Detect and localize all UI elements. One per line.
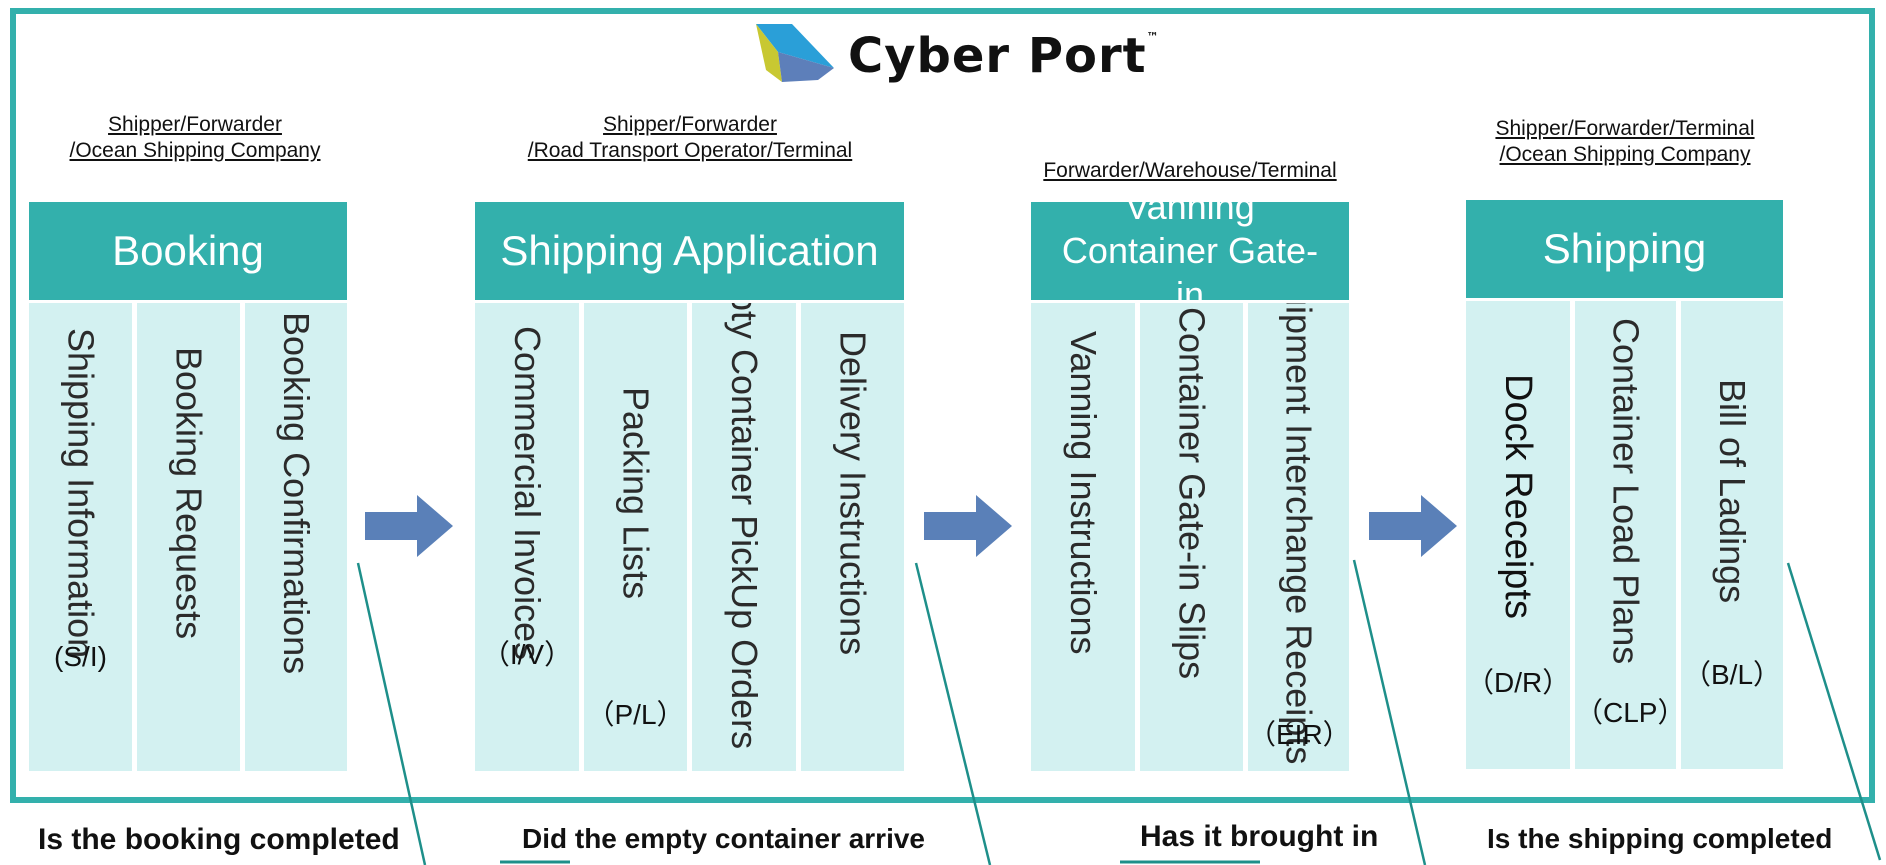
stage-title-shipping-application: Shipping Application (475, 202, 904, 300)
doc-label: Equipment Interchange Receipts (1278, 303, 1320, 765)
doc-abbr: （P/L） (586, 699, 685, 730)
doc-column-container-load-plans: Container Load Plans （CLP） (1575, 301, 1676, 769)
flow-arrow-icon (1369, 495, 1457, 557)
stage-title-text: Booking (112, 227, 264, 274)
flow-arrow-icon (365, 495, 453, 557)
stage-title-shipping: Shipping (1466, 200, 1783, 298)
doc-label-wrap: Vanning Instructions (1031, 303, 1135, 683)
doc-label: Booking Confirmations (276, 311, 317, 675)
doc-label-wrap: Booking Confirmations (245, 303, 347, 683)
doc-column-packing-lists: Packing Lists （P/L） (584, 303, 687, 771)
stage-title-text: Shipping Application (500, 227, 879, 274)
stage-title-text: Shipping (1542, 225, 1707, 272)
connector-line (1352, 559, 1427, 865)
stage-title-text: Vanning Container Gate-in (1061, 186, 1319, 315)
doc-label-wrap: Container Gate-in Slips (1140, 303, 1243, 683)
doc-label: Delivery Instructions (832, 330, 874, 656)
doc-label-wrap: Commercial Invoices (475, 303, 579, 683)
role-line: /Ocean Shipping Company (1499, 143, 1751, 166)
doc-label: Shipping Information (60, 327, 102, 659)
doc-label-wrap: Bill of Ladings (1681, 301, 1783, 681)
doc-column-bill-of-ladings: Bill of Ladings （B/L） (1681, 301, 1783, 769)
doc-label: Packing Lists (615, 386, 657, 600)
doc-label: Booking Requests (168, 346, 210, 640)
stage-role-vanning: Forwarder/Warehouse/Terminal (990, 158, 1390, 184)
question-shipping-application: Did the empty container arrive (522, 823, 926, 854)
role-line: /Road Transport Operator/Terminal (527, 139, 853, 162)
logo-wordmark: Cyber Port™ (848, 28, 1160, 84)
stage-title-booking: Booking (29, 202, 347, 300)
logo-trademark: ™ (1146, 30, 1160, 44)
doc-label-wrap: Container Load Plans (1575, 301, 1676, 681)
doc-label-wrap: Packing Lists (584, 303, 687, 683)
doc-label: Bill of Ladings (1712, 378, 1753, 604)
doc-label-wrap: Empty Container PickUp Orders (692, 303, 796, 749)
stage-role-booking: Shipper/Forwarder /Ocean Shipping Compan… (30, 112, 360, 164)
doc-label-wrap: Equipment Interchange Receipts (1248, 303, 1349, 764)
doc-column-shipping-information: Shipping Information (S/I) (29, 303, 132, 771)
doc-abbr: （EIR） (1248, 719, 1349, 750)
diagram-frame (10, 8, 1875, 803)
role-line: Shipper/Forwarder (603, 113, 777, 136)
doc-column-container-gate-in-slips: Container Gate-in Slips (1140, 303, 1243, 771)
doc-label: Container Load Plans (1605, 317, 1647, 665)
doc-column-empty-container-pickup-orders: Empty Container PickUp Orders (692, 303, 796, 771)
connector-line (356, 562, 427, 865)
doc-abbr: (S/I) (54, 641, 107, 672)
question-shipping: Is the shipping completed (1487, 823, 1833, 854)
doc-column-vanning-instructions: Vanning Instructions (1031, 303, 1135, 771)
doc-label-wrap: Shipping Information (29, 303, 132, 683)
doc-column-dock-receipts: Dock Receipts （D/R） (1466, 301, 1570, 769)
doc-abbr: （I/V） (481, 639, 573, 670)
doc-abbr: （CLP） (1575, 697, 1676, 728)
logo-name: Cyber Port (848, 28, 1147, 84)
flow-arrow-icon (924, 495, 1012, 557)
role-line: /Ocean Shipping Company (69, 139, 321, 162)
doc-label-wrap: Delivery Instructions (801, 303, 904, 683)
role-line: Forwarder/Warehouse/Terminal (1043, 159, 1337, 182)
logo-mark-icon (756, 24, 834, 82)
doc-label: Empty Container PickUp Orders (724, 303, 765, 750)
question-booking: Is the booking completed (38, 823, 400, 856)
doc-column-delivery-instructions: Delivery Instructions (801, 303, 904, 771)
connector-line (1786, 562, 1882, 861)
doc-column-commercial-invoices: Commercial Invoices （I/V） (475, 303, 579, 771)
role-line: Shipper/Forwarder (108, 113, 282, 136)
role-line: Shipper/Forwarder/Terminal (1495, 117, 1755, 140)
connector-line (914, 562, 992, 865)
stage-role-shipping: Shipper/Forwarder/Terminal /Ocean Shippi… (1460, 116, 1790, 168)
doc-column-equipment-interchange-receipts: Equipment Interchange Receipts （EIR） (1248, 303, 1349, 771)
question-vanning: Has it brought in (1140, 820, 1379, 853)
stage-role-shipping-application: Shipper/Forwarder /Road Transport Operat… (480, 112, 900, 164)
stage-title-vanning-container-gate-in: Vanning Container Gate-in (1031, 186, 1349, 315)
doc-label-wrap: Booking Requests (137, 303, 240, 683)
doc-column-booking-requests: Booking Requests (137, 303, 240, 771)
doc-label: Container Gate-in Slips (1171, 306, 1213, 680)
doc-column-booking-confirmations: Booking Confirmations (245, 303, 347, 771)
doc-label: Dock Receipts (1497, 373, 1539, 619)
cyber-port-logo: Cyber Port™ (756, 22, 1196, 98)
doc-abbr: （D/R） (1466, 667, 1570, 698)
doc-label: Commercial Invoices (507, 325, 548, 661)
doc-label: Vanning Instructions (1063, 331, 1104, 655)
doc-abbr: （B/L） (1682, 659, 1782, 690)
doc-label-wrap: Dock Receipts (1466, 301, 1570, 691)
